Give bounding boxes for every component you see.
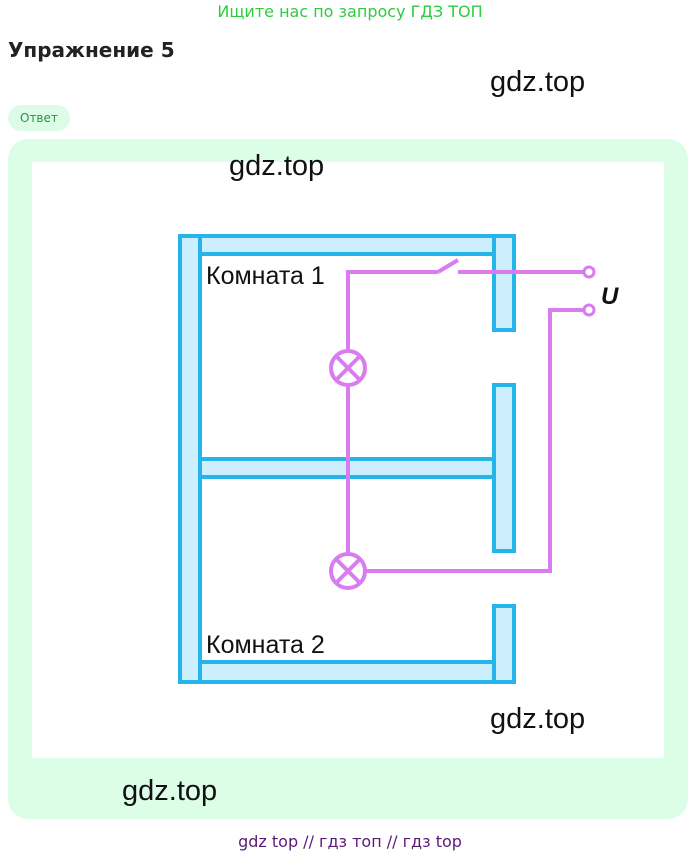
circuit-figure: Комната 1 Комната 2 U bbox=[32, 162, 664, 758]
wall-right-lower bbox=[492, 604, 516, 684]
answer-tab[interactable]: Ответ bbox=[8, 105, 70, 131]
exercise-title: Упражнение 5 bbox=[8, 38, 175, 62]
room-walls bbox=[178, 234, 516, 684]
watermark: gdz.top bbox=[490, 703, 586, 735]
lamp-room-2 bbox=[329, 552, 367, 590]
watermark: gdz.top bbox=[122, 775, 218, 807]
wire-top bbox=[346, 270, 438, 351]
room-2-label: Комната 2 bbox=[206, 631, 325, 659]
watermark: gdz.top bbox=[490, 66, 586, 98]
wall-right-middle bbox=[492, 383, 516, 553]
circuit-diagram: Комната 1 Комната 2 U bbox=[178, 234, 619, 684]
watermark: gdz.top bbox=[229, 150, 325, 182]
room-1-label: Комната 1 bbox=[206, 262, 325, 290]
terminals bbox=[582, 265, 596, 317]
switch-blade bbox=[436, 258, 460, 274]
wire-return bbox=[365, 308, 586, 573]
search-banner: Ищите нас по запросу ГДЗ ТОП bbox=[217, 2, 483, 21]
terminal-icon bbox=[582, 303, 596, 317]
voltage-label: U bbox=[601, 283, 619, 310]
wall-top bbox=[198, 234, 496, 256]
wall-bottom bbox=[198, 660, 496, 684]
wall-right-upper bbox=[492, 234, 516, 332]
wall-left bbox=[178, 234, 202, 684]
wires bbox=[346, 258, 586, 573]
footer-links: gdz top // гдз топ // гдз top bbox=[238, 832, 462, 851]
lamp-room-1 bbox=[329, 349, 367, 387]
terminal-icon bbox=[582, 265, 596, 279]
